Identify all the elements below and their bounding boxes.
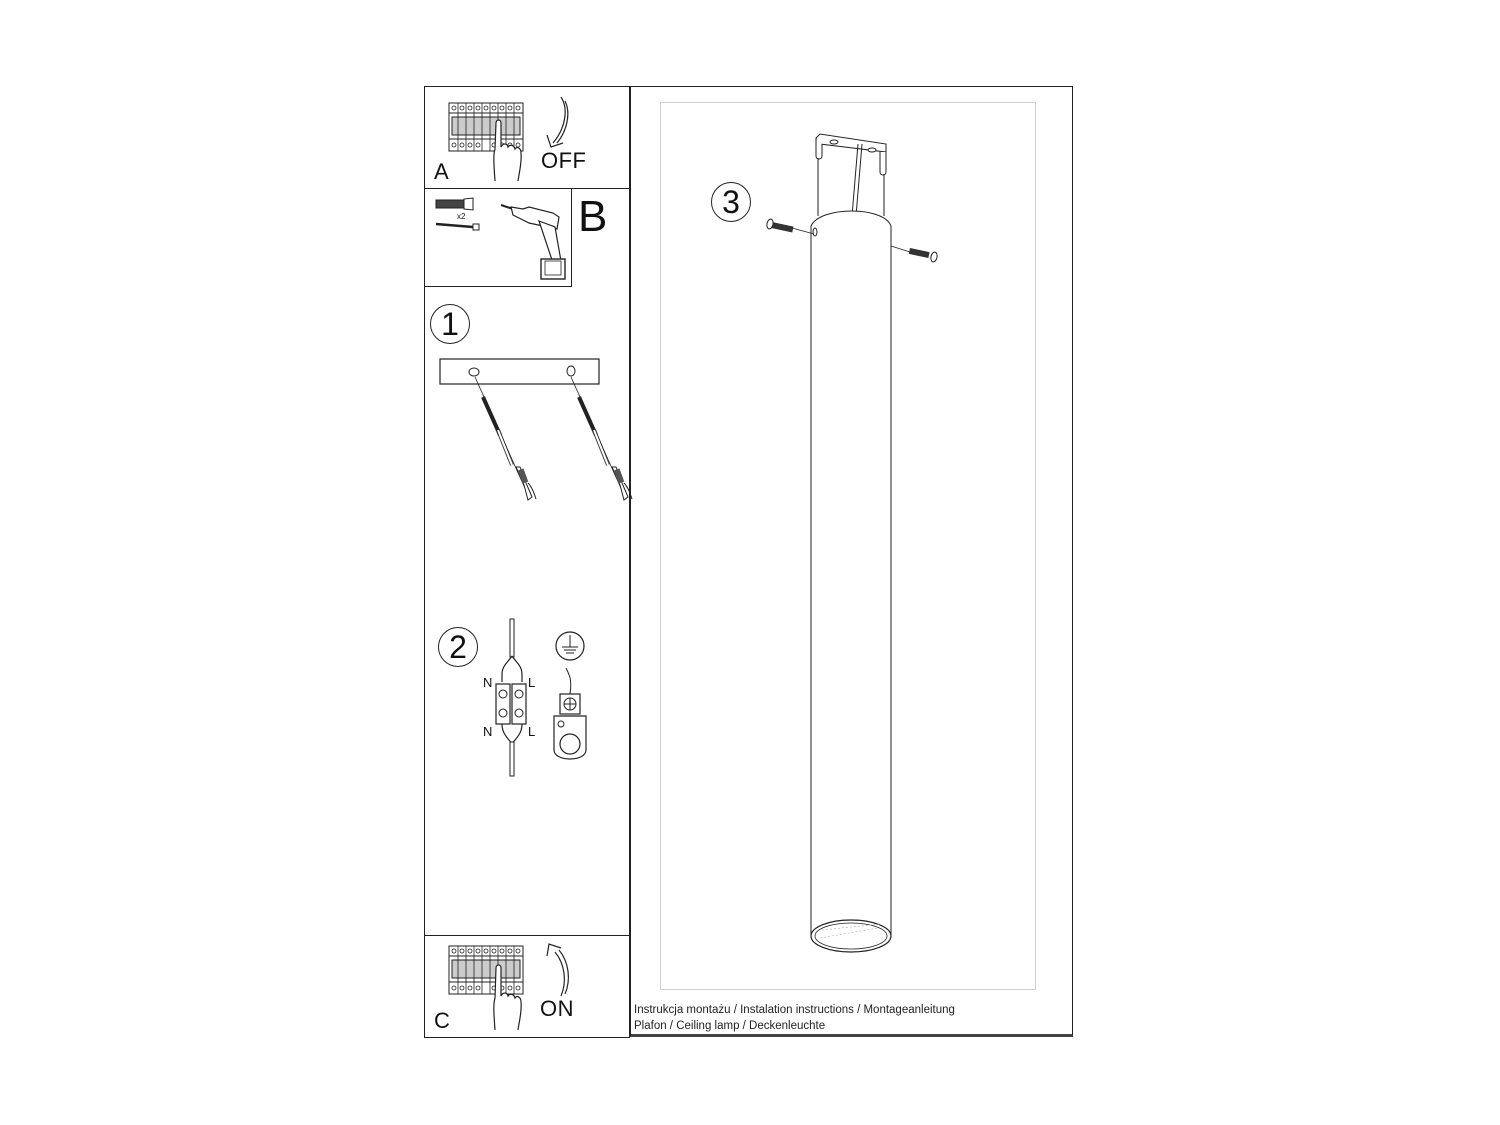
- cylinder-lamp-icon: [766, 133, 938, 953]
- panel-a-label: A: [434, 159, 449, 184]
- ground-symbol-icon: [555, 631, 585, 661]
- hand-icon: [493, 964, 522, 1031]
- terminal-block-icon: [495, 618, 527, 777]
- wire-label-l-bottom: L: [528, 724, 536, 739]
- panel-b: x2: [424, 188, 572, 287]
- panel-a: OFF A: [424, 86, 630, 189]
- instruction-sheet: [424, 86, 1073, 1037]
- drawing-frame: [660, 102, 1036, 990]
- arrow-up-icon: [546, 943, 569, 997]
- step-2-number: 2: [438, 627, 478, 667]
- panel-b-label: B: [578, 192, 608, 241]
- wire-label-n-bottom: N: [483, 724, 493, 739]
- caption-line-2: Plafon / Ceiling lamp / Deckenleuchte: [634, 1020, 826, 1032]
- caption-line-1: Instrukcja montażu / Instalation instruc…: [634, 1004, 955, 1016]
- step-1-number: 1: [430, 304, 470, 344]
- arrow-down-icon: [546, 96, 569, 148]
- ceiling-canopy-icon: [815, 133, 887, 217]
- ground-terminal-icon: [553, 667, 587, 760]
- hand-icon: [493, 119, 522, 182]
- state-off-label: OFF: [541, 148, 587, 173]
- screw-and-plug-right-icon: [570, 376, 633, 501]
- quantity-label: x2: [457, 212, 466, 221]
- panel-c: ON C: [424, 935, 630, 1038]
- drill-icon: [500, 204, 566, 280]
- breaker-panel-icon: [448, 945, 524, 995]
- wire-label-l-top: L: [528, 675, 536, 690]
- screw-icon: [435, 222, 480, 231]
- screw-icon: [766, 218, 938, 263]
- wire-label-n-top: N: [483, 675, 493, 690]
- column-divider: [629, 86, 631, 1036]
- step-3-number: 3: [711, 182, 751, 222]
- screw-and-plug-left-icon: [474, 376, 537, 501]
- wall-plug-icon: [435, 197, 474, 211]
- panel-c-label: C: [434, 1008, 450, 1033]
- state-on-label: ON: [540, 996, 574, 1021]
- breaker-panel-icon: [448, 102, 524, 152]
